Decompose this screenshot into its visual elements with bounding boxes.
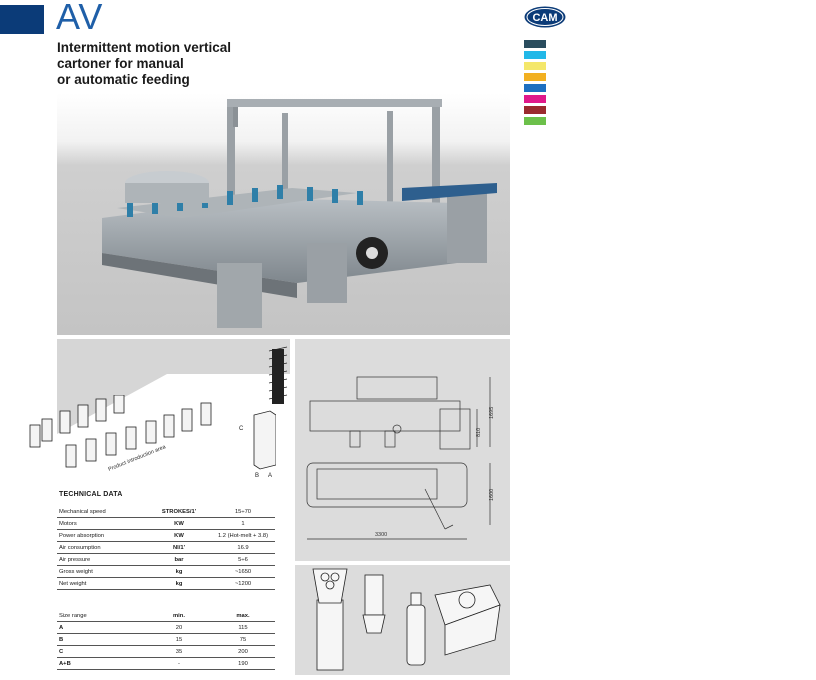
color-swatch [524,62,546,70]
page-subtitle: Intermittent motion vertical cartoner fo… [57,40,232,87]
color-swatch [524,106,546,114]
table-row: A+B-190 [57,657,275,670]
color-swatch [524,117,546,125]
svg-text:B: B [255,473,259,479]
dim-3300: 3300 [375,532,387,538]
svg-text:C: C [239,426,244,432]
technical-data-title: TECHNICAL DATA [59,491,123,498]
technical-drawing: 1695 810 1600 3300 [295,339,510,561]
dim-810: 810 [476,428,482,437]
machine-photo [57,93,510,335]
svg-text:A: A [268,473,272,479]
color-swatches [524,40,546,128]
cam-logo: CAM [524,6,566,28]
dim-1600: 1600 [489,489,495,501]
color-swatch [524,51,546,59]
color-swatch [524,73,546,81]
logo-text: CAM [532,12,557,24]
page-title: AV [56,0,104,37]
brand-color-bar [0,5,44,34]
color-swatch [524,40,546,48]
dim-1695: 1695 [489,407,495,419]
color-swatch [524,95,546,103]
size-range-header: Size range min. max. [57,610,275,622]
product-examples [295,565,510,675]
product-items: C B A [29,395,276,479]
color-swatch [524,84,546,92]
